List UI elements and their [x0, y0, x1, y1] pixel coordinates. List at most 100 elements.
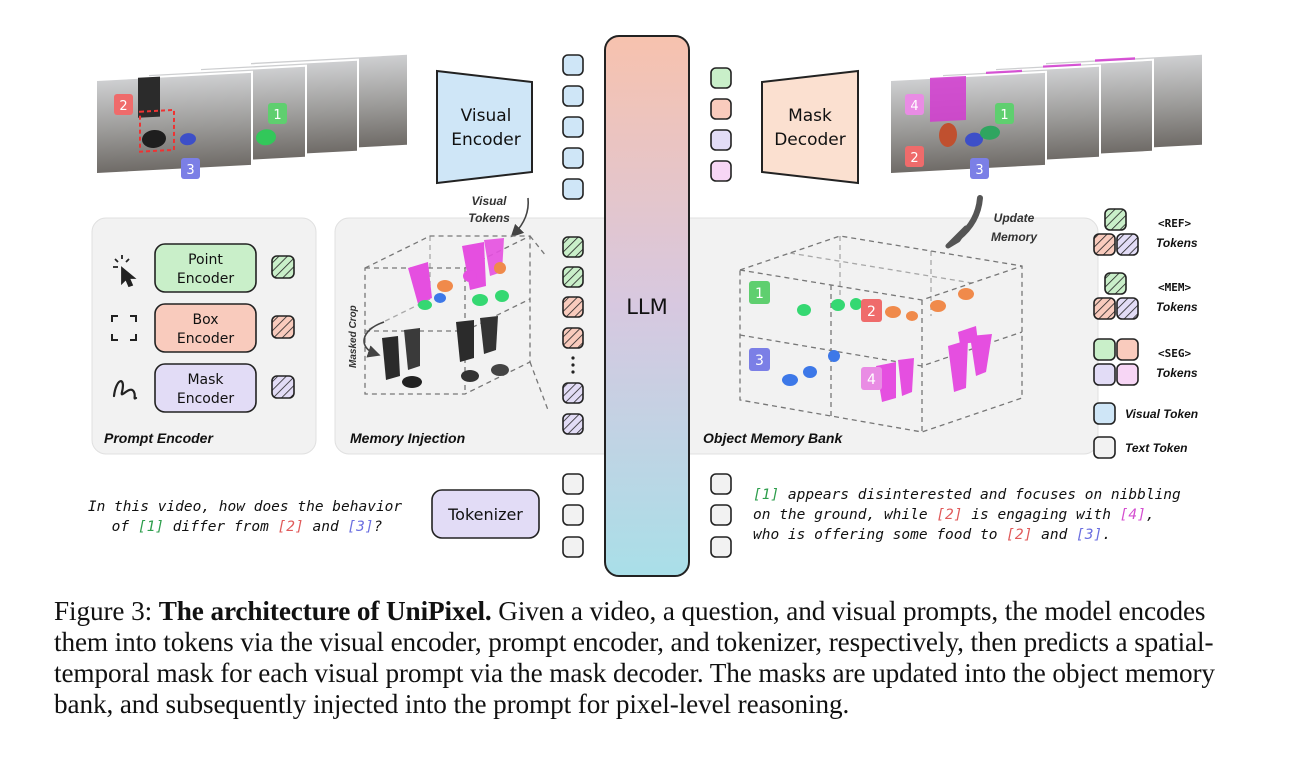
answer-segment: on the ground, while — [753, 507, 936, 523]
question-segment: ? — [374, 519, 383, 535]
svg-text:Encoder: Encoder — [177, 391, 234, 407]
frame-label-2 — [114, 94, 133, 115]
svg-text:1: 1 — [1000, 108, 1008, 123]
seg-token-column — [710, 67, 732, 182]
scribble-icon — [112, 380, 138, 400]
svg-text:<MEM>: <MEM> — [1158, 281, 1191, 294]
figure-caption: Figure 3: The architecture of UniPixel. … — [54, 596, 1244, 720]
svg-text:2: 2 — [867, 304, 876, 320]
legend-text-token: Text Token — [1093, 436, 1187, 459]
svg-text:Mask: Mask — [187, 372, 224, 388]
box-icon — [111, 315, 137, 341]
svg-text:1: 1 — [755, 286, 764, 302]
svg-text:Decoder: Decoder — [774, 130, 846, 150]
llm-block — [604, 35, 690, 577]
question-segment: [3] — [347, 519, 373, 535]
svg-text:Tokenizer: Tokenizer — [447, 505, 523, 524]
question-segment: [2] — [278, 519, 304, 535]
question-token-column — [562, 473, 584, 558]
point-encoder-row: Point Encoder — [113, 243, 295, 293]
mask-decoder — [761, 69, 859, 185]
question-line-1: In this video, how does the behavior — [88, 499, 403, 515]
svg-text:3: 3 — [755, 353, 764, 369]
visual-encoder — [436, 69, 533, 185]
answer-segment: [2] — [1006, 527, 1032, 543]
svg-text:Masked Crop: Masked Crop — [348, 305, 359, 368]
box-encoder-row: Box Encoder — [111, 303, 295, 353]
answer-text: [1] appears disinterested and focuses on… — [753, 487, 1181, 543]
memory-panel — [334, 217, 1099, 455]
object-memory-bank-label: Object Memory Bank — [703, 430, 843, 446]
question-segment: of — [112, 519, 138, 535]
svg-text:Box: Box — [192, 312, 218, 328]
answer-segment: [1] — [753, 487, 779, 503]
svg-text:Visual: Visual — [472, 194, 508, 208]
legend-visual-token: Visual Token — [1093, 402, 1198, 425]
svg-text:Update: Update — [994, 211, 1035, 225]
architecture-diagram: Prompt Encoder Memory Injection Object M… — [88, 35, 1204, 577]
masked-crop-arrow — [363, 321, 385, 358]
answer-token-column — [710, 473, 732, 558]
svg-text:3: 3 — [975, 163, 983, 178]
cursor-click-icon — [113, 255, 137, 288]
caption-prefix: Figure 3: — [54, 596, 159, 626]
object-memory-bank-masks — [782, 288, 992, 402]
caption-title: The architecture of UniPixel. — [158, 596, 492, 626]
svg-text:Text Token: Text Token — [1125, 441, 1187, 455]
svg-text:Encoder: Encoder — [177, 331, 234, 347]
mask-encoder-row: Mask Encoder — [112, 363, 295, 413]
svg-text:2: 2 — [119, 99, 127, 114]
visual-token-column — [562, 54, 584, 200]
answer-segment: [3] — [1076, 527, 1102, 543]
svg-text:Encoder: Encoder — [177, 271, 234, 287]
point-encoder — [154, 243, 257, 293]
answer-segment: who is offering some food to — [753, 527, 1006, 543]
svg-text:Tokens: Tokens — [468, 211, 510, 225]
frame-label-3 — [181, 158, 200, 179]
legend-mem-tokens: <MEM> Tokens — [1093, 272, 1198, 320]
svg-text:Visual: Visual — [461, 106, 512, 126]
svg-text:Tokens: Tokens — [1156, 236, 1198, 250]
answer-segment: , — [1146, 507, 1155, 523]
svg-text:4: 4 — [867, 372, 876, 388]
svg-text:1: 1 — [273, 108, 281, 123]
llm-label: LLM — [626, 295, 668, 319]
memory-bank-labels: 1 2 3 4 — [749, 281, 882, 390]
legend-ref-tokens: <REF> Tokens — [1093, 208, 1198, 256]
answer-line: who is offering some food to [2] and [3]… — [753, 527, 1111, 543]
legend: <REF> Tokens <MEM> Tokens <SEG> Tokens V… — [1093, 208, 1198, 459]
svg-text:4: 4 — [910, 99, 918, 114]
memory-token-column — [562, 236, 584, 435]
tokenizer — [431, 489, 540, 539]
output-mask-frames: 4 1 2 3 — [889, 52, 1204, 179]
question-segment: [1] — [138, 519, 164, 535]
answer-line: on the ground, while [2] is engaging wit… — [753, 507, 1155, 523]
answer-segment: appears disinterested and focuses on nib… — [779, 487, 1181, 503]
question-segment: and — [304, 519, 348, 535]
prompt-encoder-label: Prompt Encoder — [104, 430, 214, 446]
box-encoder — [154, 303, 257, 353]
answer-segment: . — [1102, 527, 1111, 543]
frame-label-1 — [268, 103, 287, 124]
mask-encoder — [154, 363, 257, 413]
answer-segment: and — [1032, 527, 1076, 543]
answer-line: [1] appears disinterested and focuses on… — [753, 487, 1181, 503]
svg-text:Encoder: Encoder — [451, 130, 521, 150]
svg-text:3: 3 — [186, 163, 194, 178]
input-video-frames: 2 1 3 — [95, 52, 409, 179]
svg-text:Tokens: Tokens — [1156, 300, 1198, 314]
svg-text:Point: Point — [188, 252, 223, 268]
svg-text:2: 2 — [910, 151, 918, 166]
svg-text:Memory: Memory — [991, 230, 1038, 244]
svg-text:Visual Token: Visual Token — [1125, 407, 1198, 421]
answer-segment: is engaging with — [963, 507, 1120, 523]
question-segment: differ from — [164, 519, 278, 535]
svg-text:<SEG>: <SEG> — [1158, 347, 1191, 360]
svg-text:Tokens: Tokens — [1156, 366, 1198, 380]
memory-injection-masks — [382, 238, 509, 388]
visual-tokens-arrow — [510, 197, 530, 238]
answer-segment: [4] — [1120, 507, 1146, 523]
svg-text:<REF>: <REF> — [1158, 217, 1191, 230]
answer-segment: [2] — [936, 507, 962, 523]
